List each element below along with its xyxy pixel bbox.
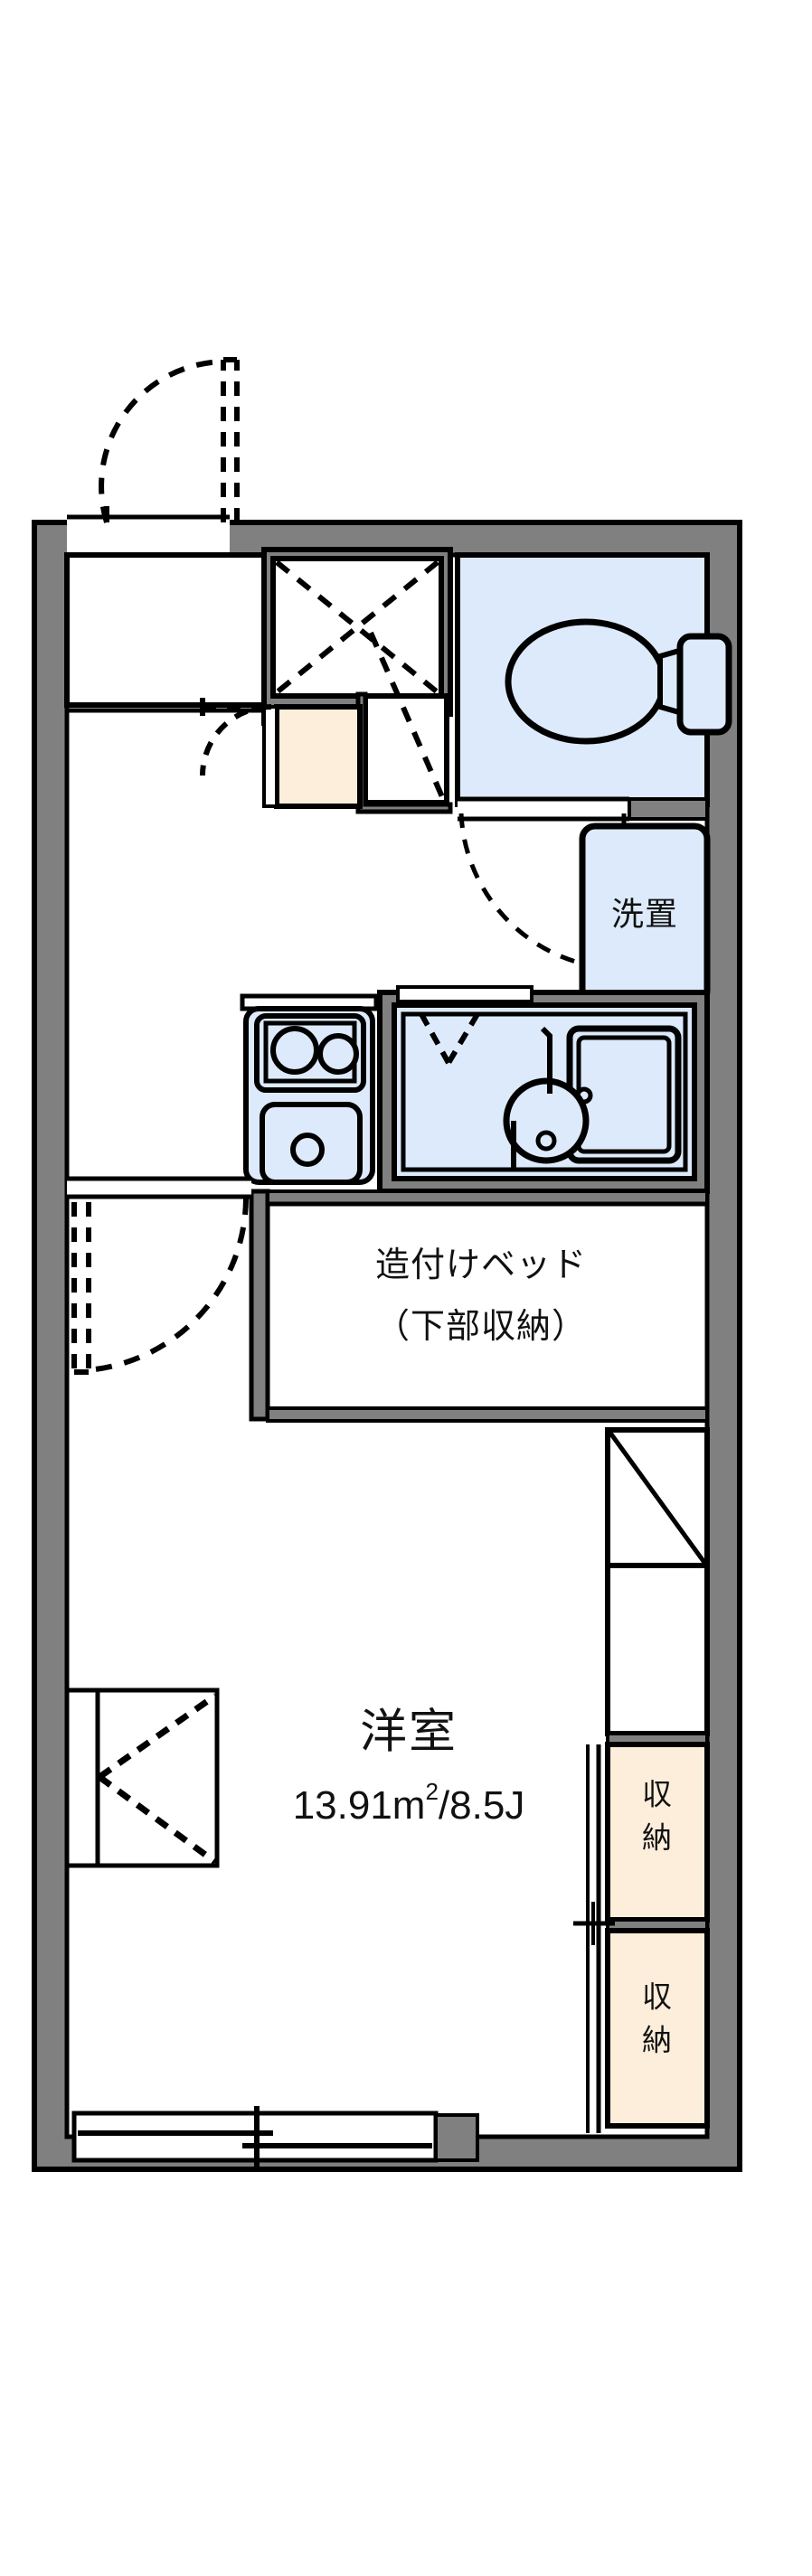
shoe-cabinet-box bbox=[274, 704, 363, 809]
sliding-window bbox=[71, 2106, 479, 2167]
right-alcove bbox=[605, 1427, 710, 1736]
closet-lower-wall bbox=[355, 691, 453, 814]
toilet-bowl bbox=[505, 618, 667, 745]
shoe-closet-hatch-2 bbox=[275, 559, 439, 695]
shoe-cabinet bbox=[200, 698, 363, 809]
closet-upper-label-1: 収 bbox=[642, 1778, 673, 1811]
left-window-fold-1 bbox=[97, 1693, 218, 1780]
toilet-tank bbox=[676, 633, 732, 736]
unit-bath bbox=[377, 985, 710, 1194]
main-room-name: 洋室 bbox=[360, 1706, 458, 1759]
room-door bbox=[67, 1176, 251, 1375]
shoe-closet-area bbox=[261, 547, 453, 814]
closet-upper-label-2: 納 bbox=[642, 1821, 673, 1855]
builtin-bed-area: 造付けベッド （下部収納） bbox=[249, 1189, 710, 1423]
left-window bbox=[64, 1688, 220, 1868]
alcove-diagonal bbox=[607, 1430, 708, 1565]
entrance-door-swing-arc bbox=[99, 359, 227, 523]
stove-burner-right bbox=[317, 1033, 359, 1075]
sliding-window-end-wall bbox=[434, 2113, 479, 2162]
builtin-bed-label-line1: 造付けベッド bbox=[375, 1246, 587, 1284]
shoe-closet-hatch-1 bbox=[275, 559, 439, 695]
left-window-frame bbox=[64, 1688, 220, 1868]
closet-upper-box bbox=[605, 1742, 710, 1923]
bed-bottom-wall bbox=[266, 1406, 709, 1423]
main-room-area-tail: /8.5J bbox=[439, 1783, 524, 1828]
main-room-area-superscript: 2 bbox=[425, 1778, 438, 1805]
main-room-area: 13.91m2/8.5J bbox=[293, 1778, 525, 1828]
builtin-bed-label-line2: （下部収納） bbox=[375, 1308, 587, 1346]
washbasin-drain bbox=[535, 1130, 557, 1152]
genkan-floor bbox=[64, 552, 267, 708]
toilet-door-opening bbox=[458, 799, 629, 819]
bath-door-fold-2 bbox=[446, 1012, 480, 1065]
room-door-opening bbox=[67, 1179, 251, 1197]
shoe-closet-hatch-3 bbox=[368, 631, 446, 801]
genkan-entry bbox=[64, 552, 267, 713]
main-room-labels: 洋室 13.91m2/8.5J bbox=[293, 1706, 525, 1828]
left-window-fold-2 bbox=[97, 1774, 218, 1865]
kitchen-unit bbox=[240, 993, 379, 1185]
closet-lower-label-1: 収 bbox=[642, 1980, 673, 2014]
bed-left-partition bbox=[249, 1189, 270, 1422]
closet-upper: 収 納 bbox=[586, 1732, 710, 1925]
bath-door-fold-1 bbox=[419, 1012, 451, 1065]
kitchen-sink-drain bbox=[290, 1133, 325, 1167]
washbasin bbox=[503, 1077, 590, 1164]
vanity-counter-edge bbox=[540, 1026, 552, 1094]
laundry-space: 洗置 bbox=[579, 797, 711, 1007]
stove-burner-left bbox=[270, 1026, 319, 1075]
shoe-cabinet-swing-arc bbox=[200, 704, 272, 776]
alcove-lower bbox=[605, 1563, 710, 1736]
closet-lower: 収 納 bbox=[573, 1902, 710, 2133]
closet-lower-label-2: 納 bbox=[642, 2024, 673, 2057]
laundry-wall-strip bbox=[628, 797, 709, 821]
entrance-door-opening bbox=[67, 517, 230, 559]
laundry-label: 洗置 bbox=[611, 896, 678, 933]
main-room-area-value: 13.91m bbox=[293, 1783, 426, 1828]
closet-lower-box bbox=[605, 1928, 710, 2129]
room-door-swing-arc bbox=[86, 1198, 249, 1373]
unit-bath-door-opening bbox=[396, 985, 533, 1003]
shoe-cabinet-door-panel bbox=[262, 705, 279, 808]
